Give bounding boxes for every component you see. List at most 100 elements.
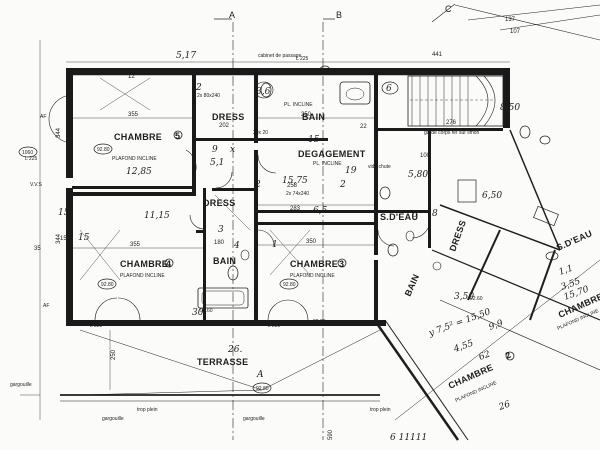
room-sdeau-right: S.D'EAU <box>555 228 594 253</box>
dimension: 350 <box>301 112 312 118</box>
handwritten-note: 6,50 <box>482 191 502 201</box>
room-note: PLAFOND INCLINE <box>290 273 335 279</box>
dimension: 137 <box>505 17 516 23</box>
room-number: 3 <box>339 259 344 269</box>
dimension: 258 <box>287 183 298 189</box>
dimension: 350 <box>306 239 317 245</box>
lintel-label: L 225 <box>296 56 309 62</box>
room-dress-right: DRESS <box>447 219 468 253</box>
handwritten-note: 4,55 <box>452 338 475 355</box>
badge-1060: 1060 <box>22 150 33 156</box>
handwritten-note: 3 <box>218 225 224 235</box>
room-note: PLAFOND INCLINE <box>120 273 165 279</box>
room-name: CHAMBRE <box>290 259 338 269</box>
handwritten-note: 6 <box>412 210 418 220</box>
dimension-texts: 355 355 350 350 202 258 283 180 276 441 … <box>34 17 521 440</box>
room-area: 6,5 <box>313 206 328 216</box>
window-spec: 2x 74x240 <box>286 191 309 197</box>
dimension: 344 <box>56 233 62 244</box>
gargouille-label: gargouille <box>243 416 265 422</box>
gargouille-label: gargouille <box>10 382 32 388</box>
garde-corps-label: garde corps fer sur limon <box>424 130 480 136</box>
annotations: cabinet de passage gargouille gargouille… <box>10 53 483 422</box>
right-wing <box>376 4 600 441</box>
handwritten-note: A <box>256 370 264 380</box>
dimension: 344 <box>56 127 62 138</box>
handwritten-note: 5,1 <box>210 158 224 168</box>
room-dress-top: DRESS <box>212 112 245 122</box>
cabinet-label: cabinet de passage <box>258 53 302 59</box>
room-chambre-5: CHAMBRE 5 PLAFOND INCLINE 12,85 <box>112 131 180 177</box>
closet-hatching <box>79 77 311 281</box>
handwritten-note: 30 <box>192 308 204 318</box>
staircase <box>407 75 504 127</box>
handwritten-note: 2 <box>195 83 202 93</box>
handwritten-note: 8 <box>432 209 438 219</box>
af-label: AF <box>40 114 46 120</box>
trop-plein-label: trop plein <box>370 407 391 413</box>
room-bain-right: BAIN <box>403 273 422 298</box>
room-degagement: DEGAGEMENT PL. INCLINE 15,75 <box>282 149 366 186</box>
dimension: 100 <box>420 153 431 159</box>
room-chambre-3: CHAMBRE 3 PLAFOND INCLINE 6,5 <box>290 206 344 279</box>
door-swings <box>48 94 431 321</box>
axis-label-b: B <box>336 10 342 20</box>
room-name: CHAMBRE <box>114 132 162 142</box>
handwritten-note: 8,50 <box>500 103 520 113</box>
room-bain-mid: BAIN <box>213 256 236 266</box>
handwritten-note: y 7,5² = 15,50 <box>427 307 493 339</box>
dimension: 355 <box>128 112 139 118</box>
level-mark: 92.80 <box>101 282 114 288</box>
room-dress-mid: DRESS <box>203 198 236 208</box>
dimension: 22 <box>360 124 367 130</box>
dimension: 283 <box>290 206 301 212</box>
room-name: BAIN <box>302 112 325 122</box>
level-mark: 92.40 <box>147 322 160 328</box>
room-name: TERRASSE <box>197 357 248 367</box>
handwritten-note: 1 <box>272 240 278 250</box>
terrace-slopes <box>60 329 381 402</box>
handwritten-note: 3,6 <box>256 87 271 97</box>
level-mark: 92.60 <box>470 296 483 302</box>
handwritten-note: 19 <box>345 166 357 176</box>
room-name: DEGAGEMENT <box>298 149 366 159</box>
dimension: 590 <box>328 429 334 440</box>
handwritten-note: 2 <box>254 180 261 190</box>
handwritten-note: 2 <box>339 180 346 190</box>
room-note: PL. INCLINE <box>284 102 313 108</box>
axis-label-c: C <box>445 4 452 14</box>
axis-label-a: A <box>229 10 235 20</box>
handwritten-note: 26 <box>497 399 512 413</box>
af-label: AF <box>43 303 49 309</box>
gargouille-label: gargouille <box>102 416 124 422</box>
handwritten-note: 62 <box>478 349 492 362</box>
vide-chute-label: vide chute <box>368 164 391 170</box>
dimension-lines <box>20 40 510 420</box>
room-area: 26. <box>227 345 242 355</box>
room-note: PLAFOND INCLINE <box>112 156 157 162</box>
dimension: 355 <box>130 242 141 248</box>
handwritten-note: 9 <box>212 145 218 155</box>
handwritten-note: 4 <box>233 241 240 251</box>
handwritten-note: 5,80 <box>408 170 428 180</box>
handwritten-note: x <box>230 145 235 155</box>
axis-lines <box>214 3 456 440</box>
room-number: 4 <box>166 259 171 269</box>
lintel-label: L 225 <box>25 156 38 162</box>
handwritten-note: 6 11111 <box>390 433 427 443</box>
dimension: 180 <box>214 240 225 246</box>
room-number: 5 <box>175 131 180 141</box>
room-area: 12,85 <box>126 167 152 177</box>
level-mark: 92.60 <box>200 308 213 314</box>
level-mark: 92.80 <box>313 319 326 325</box>
handwritten-note: 15 <box>78 233 90 243</box>
dimension: 441 <box>432 52 443 58</box>
dimension: 107 <box>510 29 521 35</box>
room-sdeau: S.D'EAU <box>380 212 418 222</box>
room-bain-top: BAIN PL. INCLINE <box>284 102 325 122</box>
room-note: PL. INCLINE <box>313 161 342 167</box>
lintel-label: L 225 <box>268 323 281 329</box>
interior-walls <box>72 75 503 326</box>
